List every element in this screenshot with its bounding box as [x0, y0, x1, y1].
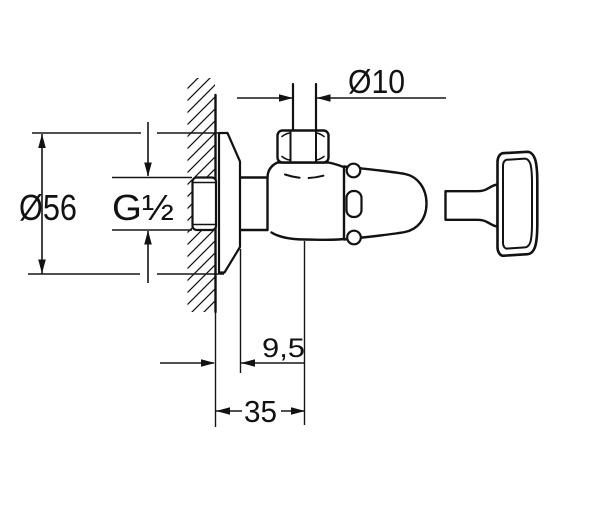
dimension-flange-diameter — [28, 132, 227, 275]
dim-label-wall-to-pipe-axis: 35 — [244, 394, 277, 429]
wall-thread-fitting — [191, 176, 218, 232]
internal-hidden-line — [284, 173, 325, 179]
valve-cap — [342, 165, 428, 241]
arrowhead — [201, 359, 215, 367]
handle-knob-inner-line — [502, 157, 533, 250]
dim-label-thread-size: G½ — [112, 187, 174, 228]
arrowhead — [279, 94, 293, 102]
dim-label-flange-diameter: Ø56 — [19, 187, 77, 228]
valve-body — [266, 161, 349, 242]
dimension-wall-to-pipe-axis — [216, 241, 306, 425]
dim-label-pipe-diameter: Ø10 — [348, 63, 405, 100]
handle-knob — [496, 150, 539, 258]
supply-pipe — [291, 82, 318, 132]
dimension-pipe-diameter — [237, 94, 446, 102]
dimension-flange-depth — [160, 359, 305, 367]
arrowhead — [241, 359, 255, 367]
arrowhead — [316, 94, 331, 102]
arrowhead — [38, 259, 46, 274]
dim-label-flange-depth: 9,5 — [262, 333, 305, 363]
arrowhead — [216, 407, 230, 415]
arrowhead — [144, 230, 152, 245]
arrowhead — [144, 162, 152, 177]
handle-stem — [444, 183, 499, 228]
indicator-slot — [345, 189, 363, 219]
escutcheon — [217, 131, 242, 274]
dimension-thread-size — [112, 122, 192, 283]
arrowhead — [291, 407, 305, 415]
compression-nut — [276, 129, 330, 164]
connection-neck — [239, 176, 269, 232]
screw-top — [345, 162, 362, 179]
arrowhead — [38, 134, 46, 148]
screw-bottom — [346, 229, 362, 246]
